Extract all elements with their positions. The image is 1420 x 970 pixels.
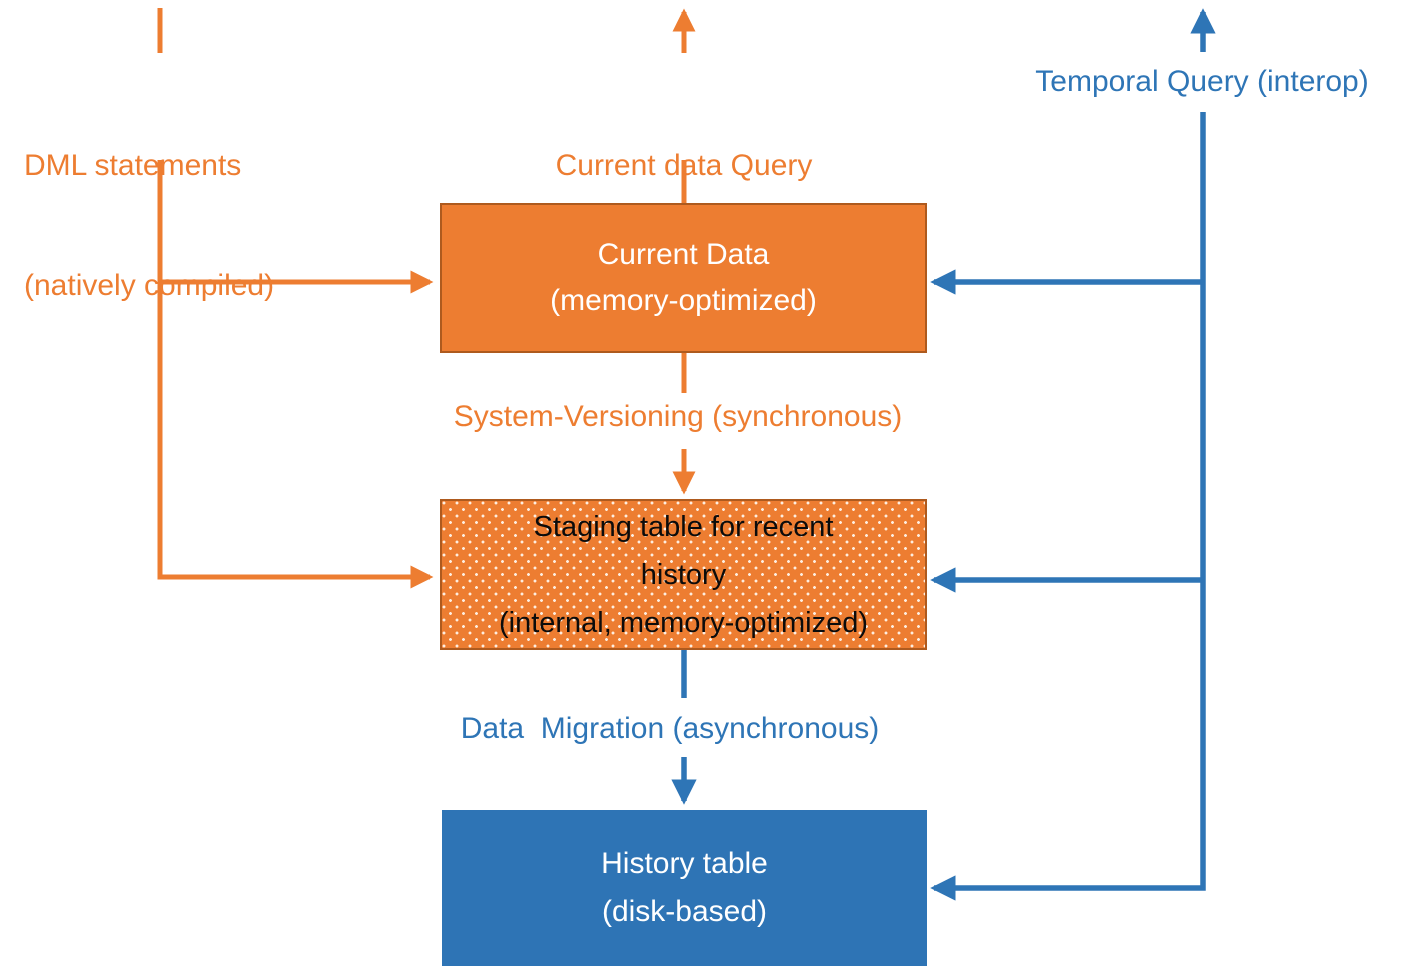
history-table-box-line1: History table	[601, 847, 768, 880]
dml-statements-label: DML statements (natively compiled)	[24, 66, 274, 386]
staging-table-box-line1: Staging table for recent	[533, 510, 834, 543]
dml-statements-label-line1: DML statements	[24, 149, 242, 182]
current-data-box-line2: (memory-optimized)	[550, 284, 817, 317]
staging-table-box: Staging table for recent history (intern…	[440, 499, 927, 650]
current-data-box-line1: Current Data	[597, 238, 770, 271]
temporal-query-label: Temporal Query (interop)	[1035, 65, 1369, 98]
dml-line-to-staging-arrow	[157, 160, 434, 589]
staging-table-box-line3: (internal, memory-optimized)	[498, 606, 869, 639]
current-data-query-label-line1: Current data Query	[555, 149, 813, 182]
staging-table-box-line2: history	[640, 558, 727, 591]
history-table-box: History table (disk-based)	[442, 810, 927, 966]
history-table-box-line2: (disk-based)	[601, 895, 768, 928]
system-versioning-label: System-Versioning (synchronous)	[453, 400, 903, 433]
current-data-box: Current Data (memory-optimized)	[440, 203, 927, 353]
data-migration-label: Data Migration (asynchronous)	[460, 712, 880, 745]
dml-statements-label-line2: (natively compiled)	[24, 269, 275, 302]
temporal-query-line-to-history-arrow	[930, 112, 1206, 901]
